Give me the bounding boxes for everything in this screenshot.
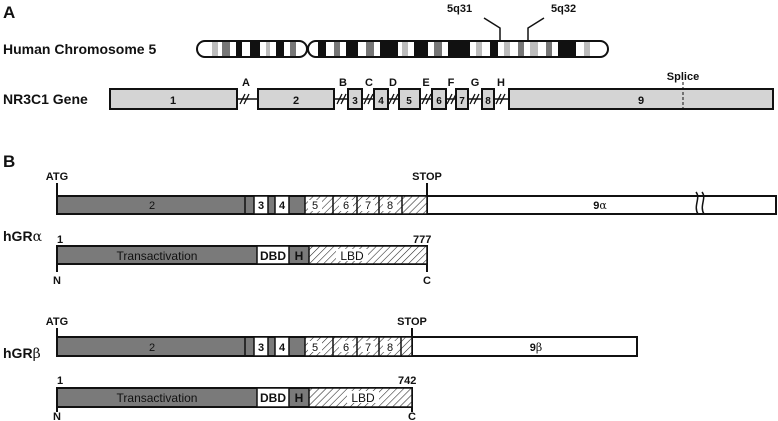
exon-9: 9 — [508, 82, 774, 110]
gene-title: NR3C1 Gene — [3, 91, 88, 107]
exon-4-label: 4 — [378, 96, 384, 107]
hgr-alpha-transcript: ATG STOP 9α 2 3 4 5 6 7 8 — [46, 171, 777, 215]
beta-exon-4: 4 — [279, 342, 286, 354]
intron-g-label: G — [471, 77, 480, 89]
alpha-end-number: 777 — [413, 234, 431, 246]
beta-exon-3: 3 — [258, 342, 264, 354]
panel-a-label: A — [3, 3, 15, 22]
exon-3: 3 — [347, 88, 363, 110]
intron-a-label: A — [242, 77, 250, 89]
alpha-hinge: H — [295, 249, 304, 263]
exon-4: 4 — [373, 88, 389, 110]
exon-6-label: 6 — [436, 96, 442, 107]
exon-2: 2 — [257, 88, 335, 110]
band-5q32-label: 5q32 — [551, 3, 576, 15]
band-5q31-label: 5q31 — [447, 3, 472, 15]
alpha-exon-3-box — [253, 195, 269, 215]
alpha-exon-5: 5 — [312, 200, 318, 212]
band-5q32-pointer — [527, 17, 545, 42]
alpha-stop-label: STOP — [412, 171, 442, 183]
beta-lbd: LBD — [351, 391, 375, 405]
exon-5-label: 5 — [406, 96, 412, 107]
beta-transactivation: Transactivation — [117, 391, 198, 405]
nr3c1-gene-map: 1 2 3 4 5 6 7 8 — [109, 82, 774, 110]
hgr-beta-protein: 1 742 Transactivation DBD H LBD N C — [53, 375, 416, 421]
chromosome-bands — [212, 42, 590, 56]
exon-8: 8 — [481, 88, 495, 110]
beta-n-terminus: N — [53, 411, 61, 421]
chromosome-5-ideogram — [196, 17, 609, 58]
alpha-exon-8: 8 — [387, 200, 393, 212]
beta-hinge: H — [295, 391, 304, 405]
intron-e-label: E — [422, 77, 429, 89]
beta-exon-7: 7 — [365, 342, 371, 354]
beta-exon-4-box — [274, 336, 290, 357]
intron-f-label: F — [448, 77, 455, 89]
beta-exon-3-box — [253, 336, 269, 357]
exon-1: 1 — [109, 88, 238, 110]
alpha-axis-break — [695, 191, 705, 215]
intron-b-label: B — [339, 77, 347, 89]
intron-d-label: D — [389, 77, 397, 89]
beta-atg-label: ATG — [46, 316, 68, 328]
alpha-exon-6: 6 — [343, 200, 349, 212]
beta-dbd: DBD — [260, 391, 286, 405]
beta-tail-box — [411, 336, 638, 357]
exon-9-label: 9 — [638, 95, 644, 107]
hgr-alpha-protein: 1 777 Transactivation DBD H LBD N C — [53, 234, 431, 287]
band-5q31-pointer — [483, 17, 501, 42]
beta-tail-label: 9β — [530, 341, 542, 354]
hgr-beta-transcript: ATG STOP 9β 2 3 4 5 6 7 8 — [46, 316, 638, 357]
alpha-exon-2: 2 — [149, 200, 155, 212]
beta-stop-label: STOP — [397, 316, 427, 328]
hgr-alpha-name: hGRα — [3, 228, 43, 245]
alpha-atg-label: ATG — [46, 171, 68, 183]
alpha-transactivation: Transactivation — [117, 249, 198, 263]
intron-breaks — [239, 93, 506, 105]
exon-7-label: 7 — [459, 96, 465, 107]
alpha-c-terminus: C — [423, 275, 431, 287]
exon-8-label: 8 — [485, 96, 491, 107]
exon-1-label: 1 — [170, 95, 176, 107]
beta-exon-6: 6 — [343, 342, 349, 354]
intron-h-label: H — [497, 77, 505, 89]
alpha-exon-4-box — [274, 195, 290, 215]
exon-6: 6 — [431, 88, 447, 110]
alpha-n-terminus: N — [53, 275, 61, 287]
beta-exon-5: 5 — [312, 342, 318, 354]
hgr-beta-name: hGRβ — [3, 345, 41, 362]
alpha-dbd: DBD — [260, 249, 286, 263]
exon-2-label: 2 — [293, 95, 299, 107]
alpha-exon-3: 3 — [258, 200, 264, 212]
exon-5: 5 — [398, 88, 421, 110]
beta-start-number: 1 — [57, 375, 63, 387]
chromosome-title: Human Chromosome 5 — [3, 41, 156, 57]
alpha-exon-4: 4 — [279, 200, 286, 212]
alpha-start-number: 1 — [57, 234, 63, 246]
beta-c-terminus: C — [408, 411, 416, 421]
beta-end-number: 742 — [398, 375, 416, 387]
panel-b-label: B — [3, 152, 15, 171]
alpha-lbd: LBD — [340, 249, 364, 263]
beta-exon-8: 8 — [387, 342, 393, 354]
alpha-exon-7: 7 — [365, 200, 371, 212]
beta-exon-2: 2 — [149, 342, 155, 354]
splice-label: Splice — [667, 71, 699, 83]
exon-3-label: 3 — [352, 96, 358, 107]
alpha-tail-label: 9α — [593, 199, 607, 212]
exon-7: 7 — [455, 88, 469, 110]
intron-c-label: C — [365, 77, 373, 89]
